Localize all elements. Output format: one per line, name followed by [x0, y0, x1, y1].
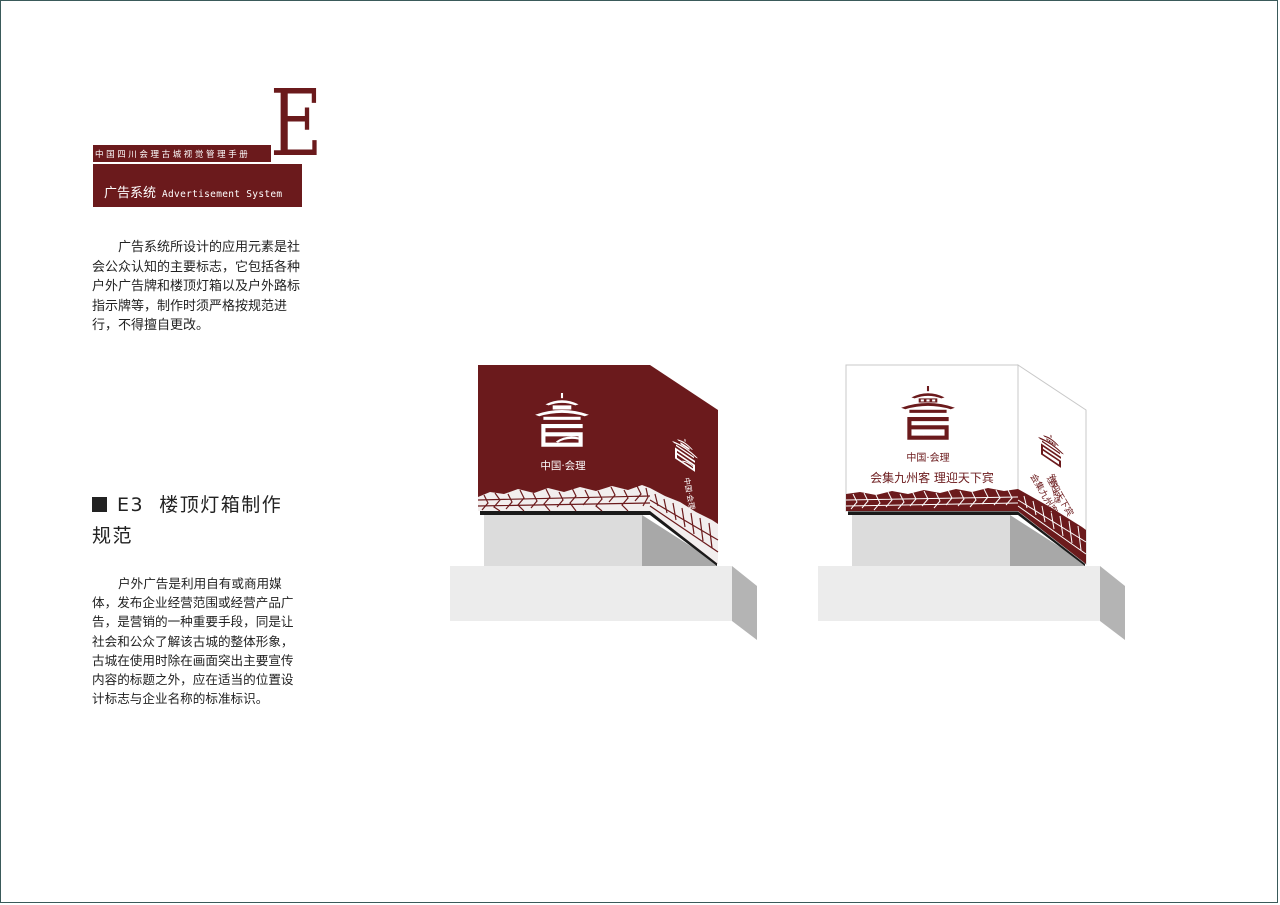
- crackle-pattern-side: [650, 488, 718, 564]
- section-banner-title: 广告系统 Advertisement System: [104, 182, 282, 201]
- lightbox-light: 中国·会理 会集九州客 理迎天下宾 中国·会理 会集九州客 理迎天下宾: [818, 364, 1125, 640]
- crackle-lines-side: [1017, 495, 1087, 555]
- base-slab-side: [1100, 566, 1125, 640]
- intro-paragraph: 广告系统所设计的应用元素是社会公众认知的主要标志，它包括各种户外广告牌和楼顶灯箱…: [92, 240, 301, 333]
- logo-caption: 中国·会理: [906, 451, 949, 464]
- section-code: E3: [117, 494, 145, 516]
- parapet-side: [642, 515, 717, 566]
- lightbox-dark: 中国·会理 中国·会理: [450, 365, 757, 640]
- manual-title: 中国四川会理古城视觉管理手册: [95, 150, 251, 160]
- section-paragraph: 户外广告是利用自有或商用媒体，发布企业经营范围或经营产品广告，是营销的一种重要手…: [92, 576, 294, 707]
- logo-caption: 中国·会理: [540, 459, 586, 472]
- square-bullet-icon: [92, 497, 107, 512]
- base-slab-front: [818, 566, 1100, 621]
- slogan: 会集九州客 理迎天下宾: [870, 470, 994, 485]
- section-title-line1: 楼顶灯箱制作: [159, 494, 283, 516]
- section-banner: [93, 164, 302, 207]
- crackle-pattern-side: [1018, 489, 1086, 564]
- section-title-line2: 规范: [92, 525, 134, 547]
- parapet-side: [1010, 515, 1085, 566]
- crackle-lines-front: [845, 488, 1019, 511]
- crackle-lines-front: [477, 485, 651, 512]
- base-slab-side: [732, 566, 757, 640]
- crackle-lines-side: [649, 493, 719, 553]
- manual-title-strip: [93, 145, 271, 162]
- parapet-front: [484, 515, 642, 566]
- section-title-en: Advertisement System: [162, 189, 283, 200]
- section-heading: E3 楼顶灯箱制作 规范: [92, 490, 317, 552]
- section-title-cn: 广告系统: [104, 186, 157, 201]
- parapet-front: [852, 515, 1010, 566]
- chapter-letter: E: [270, 70, 323, 177]
- base-slab-front: [450, 566, 732, 621]
